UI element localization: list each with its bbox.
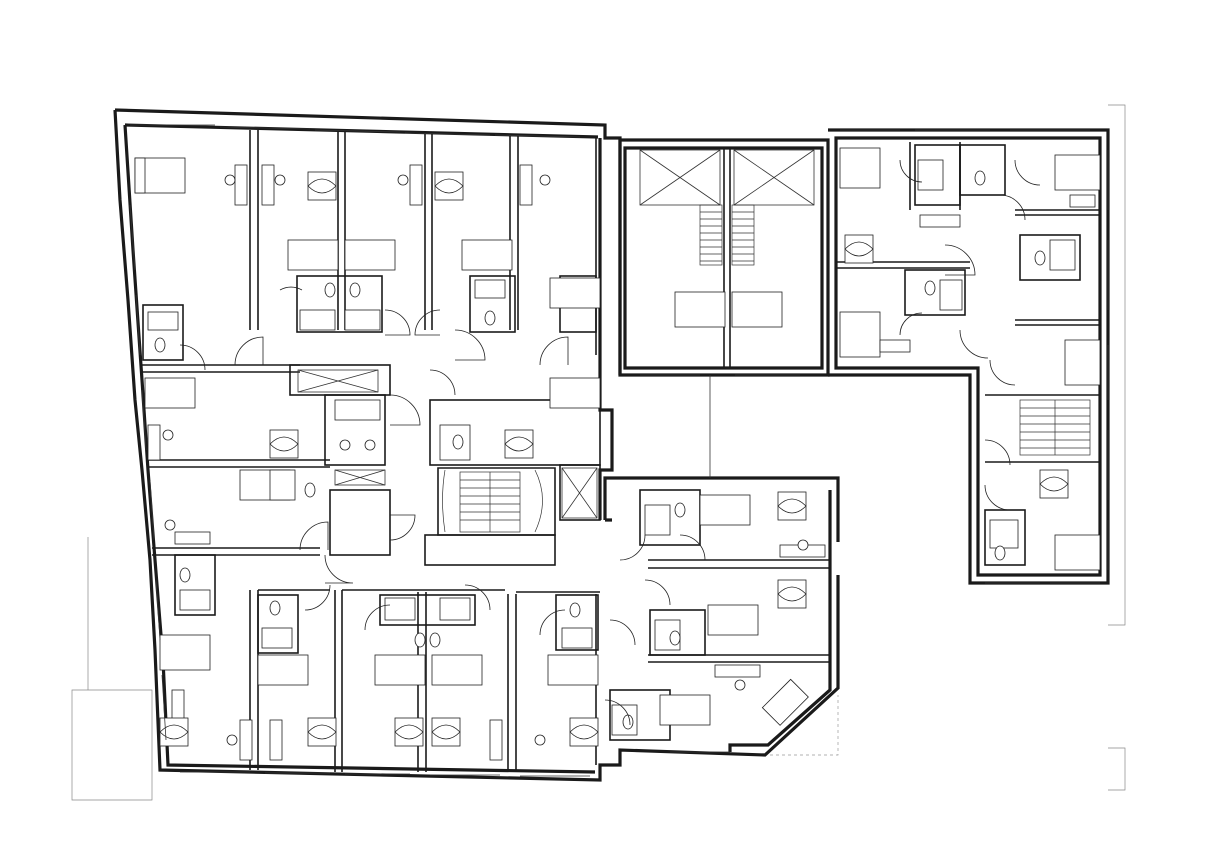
beds [134, 147, 1101, 726]
staircases [442, 204, 1091, 533]
door-swings [179, 159, 1041, 726]
wardrobes [159, 171, 1069, 747]
facade-windows [129, 124, 1109, 777]
interior-partitions [140, 130, 1100, 772]
bathroom-fixtures [147, 159, 1076, 736]
site-context-lines [71, 104, 1126, 801]
void-shafts [297, 149, 815, 519]
desks-and-chairs [147, 164, 1096, 761]
